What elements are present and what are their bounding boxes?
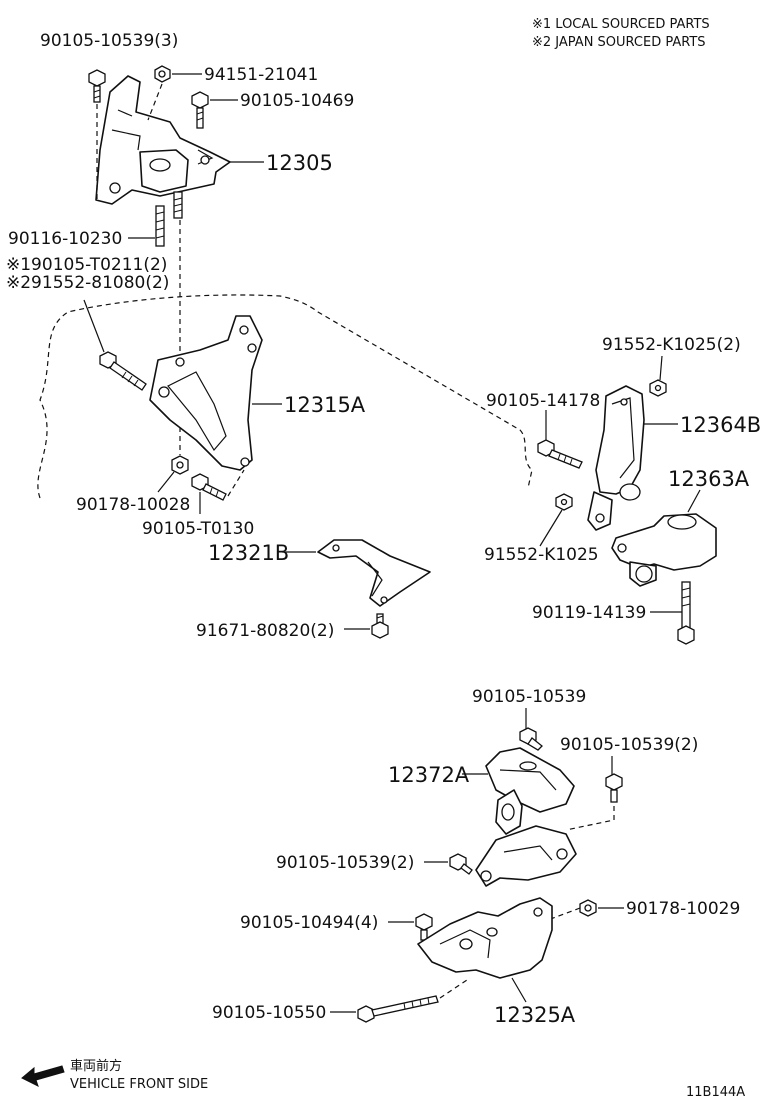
leader-line bbox=[83, 299, 105, 353]
engine-mount-12372A[interactable] bbox=[475, 747, 577, 887]
drawing-code: 11B144A bbox=[686, 1085, 745, 1100]
leader-line bbox=[511, 977, 527, 1003]
guide-dash-lower-2 bbox=[547, 907, 581, 921]
guide-dash-bracket bbox=[227, 469, 245, 497]
bolt-90105-10539-pair-lower[interactable] bbox=[449, 853, 473, 875]
bolt-90105-10469[interactable] bbox=[191, 91, 209, 129]
heat-shield-12321B[interactable] bbox=[317, 539, 431, 607]
callout-90105-10539[interactable]: 90105-10539 bbox=[472, 687, 586, 707]
callout-12363A[interactable]: 12363A bbox=[668, 467, 750, 491]
stud-under-12305[interactable] bbox=[173, 191, 183, 219]
callout-12305[interactable]: 12305 bbox=[266, 151, 333, 175]
engine-mount-bracket-12364B[interactable] bbox=[587, 385, 645, 531]
stud-90116-10230[interactable] bbox=[155, 205, 165, 247]
callout-90105-10469[interactable]: 90105-10469 bbox=[240, 91, 354, 111]
bolt-90105-T0130[interactable] bbox=[191, 473, 227, 501]
callout-90178-10028[interactable]: 90178-10028 bbox=[76, 495, 190, 515]
front-direction-arrow-icon bbox=[21, 1065, 65, 1087]
callout-91671-80820[interactable]: 91671-80820(2) bbox=[196, 621, 334, 641]
leader-line bbox=[687, 489, 701, 513]
callout-90119-14139[interactable]: 90119-14139 bbox=[532, 603, 646, 623]
guide-dash-lower-1 bbox=[565, 806, 615, 831]
callout-90116-10230[interactable]: 90116-10230 bbox=[8, 229, 122, 249]
bolt-90105-T0211[interactable] bbox=[99, 351, 147, 391]
callout-90105-10539-2-lower[interactable]: 90105-10539(2) bbox=[276, 853, 414, 873]
bolt-90105-14178[interactable] bbox=[537, 439, 583, 469]
bolt-90119-14139[interactable] bbox=[677, 581, 695, 645]
bolt-91671-80820[interactable] bbox=[371, 613, 389, 639]
callout-90178-10029[interactable]: 90178-10029 bbox=[626, 899, 740, 919]
note-local-sourced: ※1 LOCAL SOURCED PARTS bbox=[532, 17, 710, 32]
callout-91552-K1025-2[interactable]: 91552-K1025(2) bbox=[602, 335, 741, 355]
callout-90105-14178[interactable]: 90105-14178 bbox=[486, 391, 600, 411]
nut-90178-10028[interactable] bbox=[171, 455, 189, 475]
bolt-90105-10494[interactable] bbox=[415, 913, 433, 941]
guide-dash-lower-3 bbox=[439, 977, 471, 999]
callout-91552-81080[interactable]: ※291552-81080(2) bbox=[6, 273, 169, 293]
callout-90105-10539-2-upper[interactable]: 90105-10539(2) bbox=[560, 735, 698, 755]
leader-line bbox=[157, 471, 175, 493]
callout-12364B[interactable]: 12364B bbox=[680, 413, 760, 437]
bolt-90105-10539-pair-upper[interactable] bbox=[605, 773, 623, 803]
callout-12321B[interactable]: 12321B bbox=[208, 541, 289, 565]
callout-94151-21041[interactable]: 94151-21041 bbox=[204, 65, 318, 85]
callout-90105-10539-3[interactable]: 90105-10539(3) bbox=[40, 31, 178, 51]
engine-outline bbox=[37, 294, 533, 499]
bolt-91552-K1025-pair[interactable] bbox=[649, 379, 667, 397]
engine-mount-12305[interactable] bbox=[95, 75, 231, 205]
leader-line bbox=[659, 355, 663, 381]
direction-label-en: VEHICLE FRONT SIDE bbox=[70, 1077, 208, 1092]
engine-mount-12363A[interactable] bbox=[611, 513, 717, 587]
note-japan-sourced: ※2 JAPAN SOURCED PARTS bbox=[532, 35, 706, 50]
bolt-91552-K1025[interactable] bbox=[555, 493, 573, 511]
callout-90105-10494[interactable]: 90105-10494(4) bbox=[240, 913, 378, 933]
bolt-90105-10539-single[interactable] bbox=[519, 727, 543, 751]
nut-94151-21041[interactable] bbox=[154, 65, 171, 83]
nut-90178-10029[interactable] bbox=[579, 899, 597, 917]
leader-line bbox=[539, 509, 563, 547]
leader-dash-2 bbox=[147, 83, 163, 121]
callout-91552-K1025[interactable]: 91552-K1025 bbox=[484, 545, 599, 565]
bolt-90105-10550[interactable] bbox=[357, 995, 439, 1023]
callout-12372A[interactable]: 12372A bbox=[388, 763, 470, 787]
engine-mount-bracket-12325A[interactable] bbox=[417, 897, 553, 979]
direction-label-jp: 車両前方 bbox=[70, 1058, 122, 1074]
callout-90105-T0130[interactable]: 90105-T0130 bbox=[142, 519, 254, 539]
callout-90105-T0211[interactable]: ※190105-T0211(2) bbox=[6, 255, 167, 275]
callout-12325A[interactable]: 12325A bbox=[494, 1003, 576, 1027]
callout-90105-10550[interactable]: 90105-10550 bbox=[212, 1003, 326, 1023]
callout-12315A[interactable]: 12315A bbox=[284, 393, 366, 417]
engine-mount-bracket-12315A[interactable] bbox=[149, 315, 263, 471]
bolt-90105-10539-top[interactable] bbox=[88, 69, 106, 103]
